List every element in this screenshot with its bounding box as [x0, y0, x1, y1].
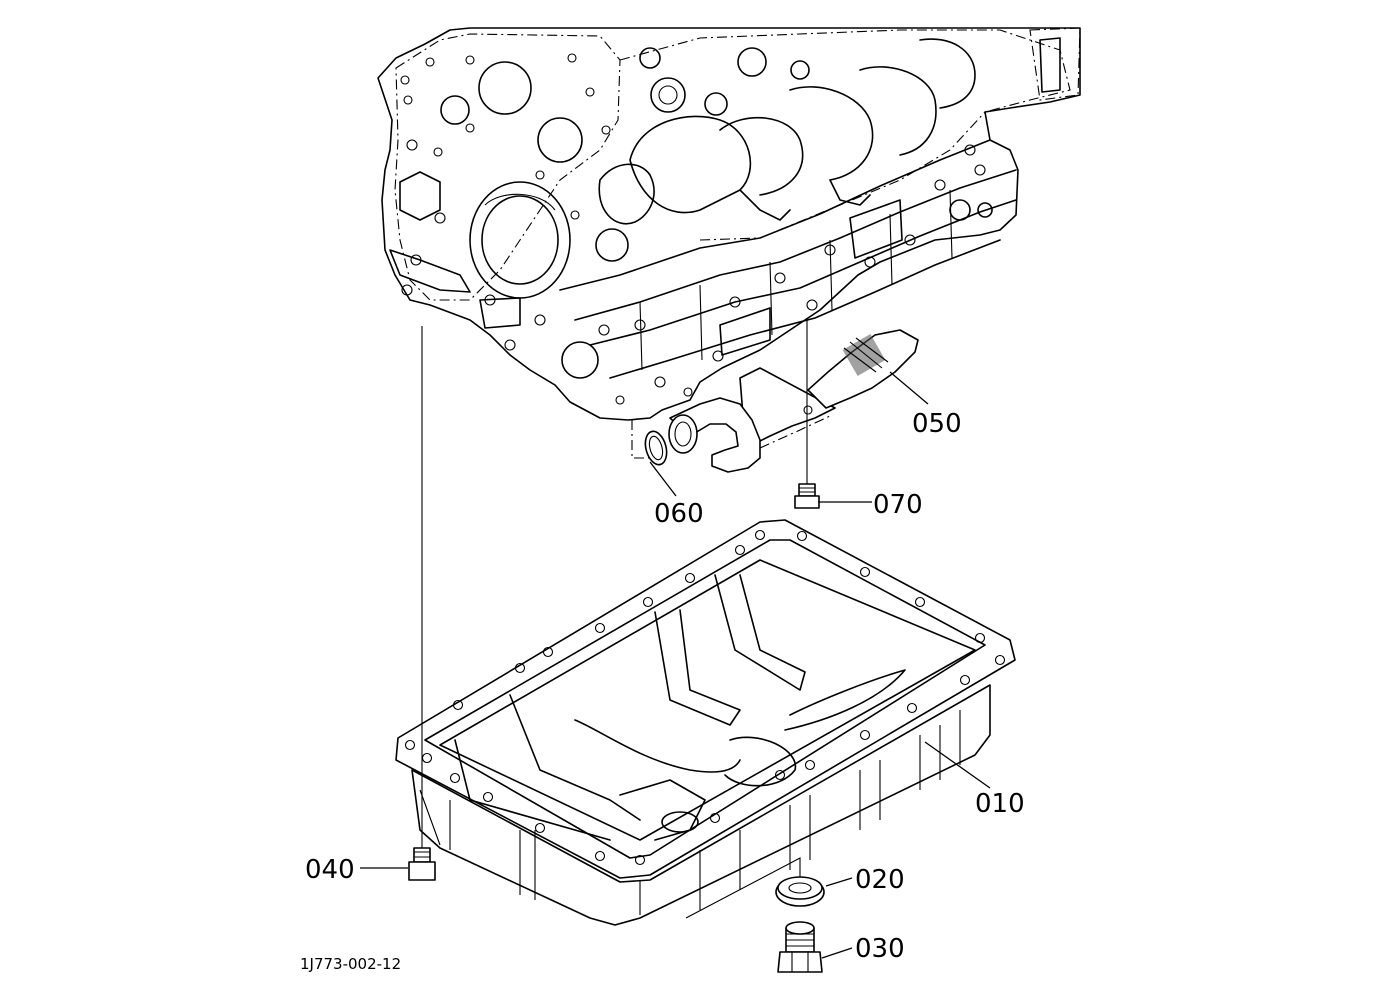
callout-010: 010	[975, 789, 1025, 819]
callout-030: 030	[855, 934, 905, 964]
drain-plug	[777, 921, 823, 973]
callout-040: 040	[305, 855, 355, 885]
callout-020: 020	[855, 865, 905, 895]
strainer-outline	[631, 415, 831, 459]
drain-plug-gasket	[685, 857, 825, 919]
engine-block	[377, 27, 1081, 421]
callout-050: 050	[912, 409, 962, 439]
oil-strainer	[668, 329, 919, 473]
drawing-code: 1J773-002-12	[300, 955, 401, 973]
oil-pan-bolt	[408, 326, 436, 881]
callout-070: 070	[873, 490, 923, 520]
oil-pan	[395, 519, 1016, 926]
o-ring	[644, 430, 668, 466]
leader-lines	[360, 371, 991, 959]
callout-060: 060	[654, 499, 704, 529]
strainer-bolt	[794, 318, 820, 509]
